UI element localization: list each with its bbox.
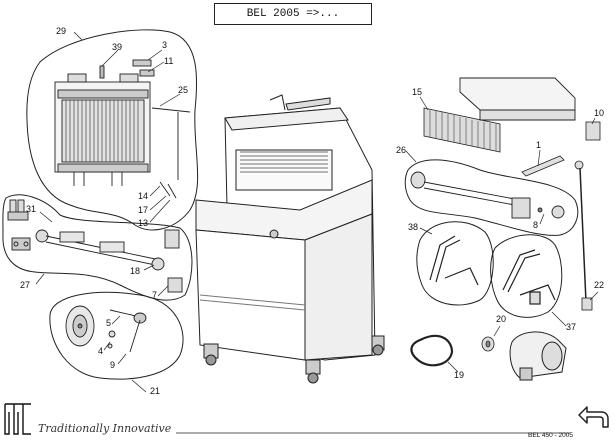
part-label-20: 20 (496, 314, 506, 324)
crank-38 (429, 235, 479, 286)
pulley-20 (481, 336, 495, 352)
group-outline-26 (404, 159, 579, 236)
motor (509, 331, 567, 381)
part-label-18: 18 (130, 266, 140, 276)
part-label-25: 25 (178, 85, 188, 95)
part-label-14: 14 (138, 191, 148, 201)
group-outline-37 (490, 234, 563, 318)
group-outline-31 (2, 194, 193, 301)
part-label-17: 17 (138, 205, 148, 215)
group-outline-38 (416, 221, 494, 306)
pulley-assembly (65, 305, 147, 353)
part-label-38: 38 (408, 222, 418, 232)
crank-37 (502, 249, 556, 305)
part-label-31: 31 (26, 204, 36, 214)
part-label-9: 9 (110, 360, 115, 370)
jac-logo (4, 403, 31, 435)
part-label-37: 37 (566, 322, 576, 332)
part-label-10: 10 (594, 108, 604, 118)
part-label-4: 4 (98, 346, 103, 356)
group-outline-21 (49, 291, 184, 380)
part-label-29: 29 (56, 26, 66, 36)
page-title: BEL 2005 =>... (214, 3, 372, 25)
part-label-5: 5 (106, 318, 111, 328)
return-arrow-icon[interactable] (571, 393, 613, 433)
rod-22 (574, 160, 593, 311)
part-label-22: 22 (594, 280, 604, 290)
part-label-19: 19 (454, 370, 464, 380)
part-label-1: 1 (536, 140, 541, 150)
part-label-7: 7 (152, 290, 157, 300)
part-label-8: 8 (533, 220, 538, 230)
comb-part (423, 107, 501, 153)
top-bracket (459, 77, 576, 121)
slicer-body (195, 94, 385, 384)
small-bracket-10 (585, 121, 601, 141)
part-label-26: 26 (396, 145, 406, 155)
group-outline-29 (26, 29, 199, 231)
part-label-15: 15 (412, 87, 422, 97)
part-label-13: 13 (138, 218, 148, 228)
part-label-27: 27 (20, 280, 30, 290)
shaft-26 (410, 171, 565, 219)
part-label-21: 21 (150, 386, 160, 396)
shaft-assembly (7, 199, 183, 293)
belt-19 (410, 334, 454, 367)
brand-tagline: Traditionally Innovative (38, 422, 172, 435)
model-code: BEL 450 - 2005 (528, 432, 573, 439)
part-label-39: 39 (112, 42, 122, 52)
blade-frame-assembly (54, 59, 191, 199)
roller-part (521, 155, 565, 177)
part-label-3: 3 (162, 40, 167, 50)
part-label-11: 11 (164, 56, 173, 66)
